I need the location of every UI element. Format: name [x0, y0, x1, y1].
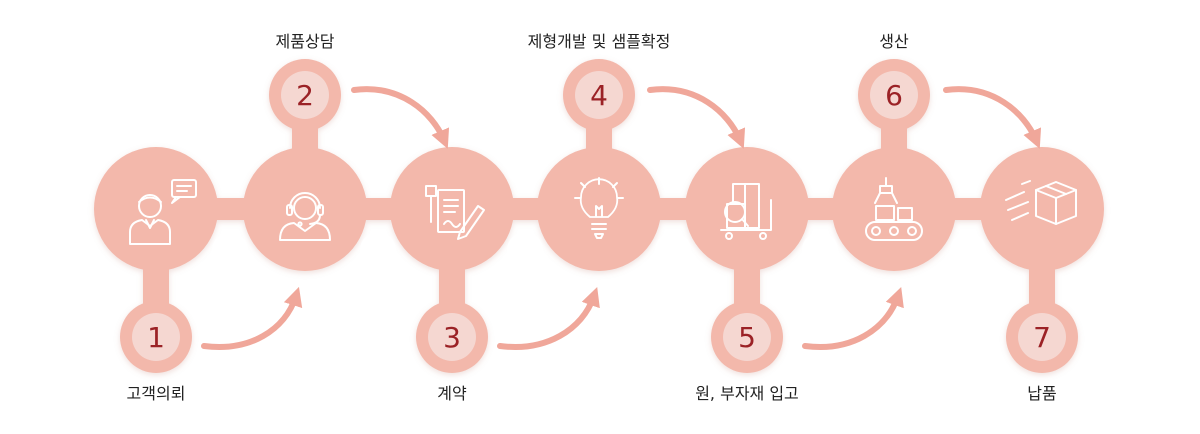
- arrow-2-to-3: [351, 86, 450, 149]
- arrow-1-to-2: [201, 286, 303, 350]
- step-number-2: 2: [296, 79, 314, 112]
- step-label-7: 납품: [1027, 384, 1057, 403]
- badge-inner-1: [132, 313, 180, 361]
- delivery-box-icon: [1005, 180, 1077, 225]
- production-line-icon: [865, 177, 923, 241]
- badge-inners: [132, 71, 1066, 361]
- step-number-1: 1: [147, 321, 165, 354]
- headset-agent-icon: [279, 192, 331, 241]
- badge-inner-3: [428, 313, 476, 361]
- step-circle-2: [243, 147, 367, 271]
- step-label-5: 원, 부자재 입고: [695, 384, 799, 403]
- step-number-4: 4: [590, 79, 608, 112]
- step-label-4: 제형개발 및 샘플확정: [527, 32, 671, 51]
- arrow-3-to-4: [497, 286, 600, 350]
- badge-inner-2: [281, 71, 329, 119]
- step-circle-3: [390, 147, 514, 271]
- step-label-6: 생산: [879, 32, 909, 51]
- arrow-5-to-6: [802, 286, 904, 350]
- badge-inner-4: [575, 71, 623, 119]
- step-label-3: 계약: [437, 384, 467, 403]
- arrow-4-to-5: [647, 86, 746, 149]
- badge-inner-6: [870, 71, 918, 119]
- step-number-7: 7: [1033, 321, 1051, 354]
- badge-inner-5: [723, 313, 771, 361]
- step-number-5: 5: [738, 321, 756, 354]
- step-number-6: 6: [885, 79, 903, 112]
- contract-sign-icon: [425, 185, 485, 240]
- arrow-6-to-7: [943, 86, 1042, 149]
- waist-cutouts: [212, 150, 986, 268]
- step-label-1: 고객의뢰: [126, 384, 186, 403]
- client-chat-icon: [129, 179, 197, 245]
- materials-inspection-icon: [720, 183, 772, 240]
- step-number-3: 3: [443, 321, 461, 354]
- badge-inner-7: [1018, 313, 1066, 361]
- step-circle-5: [685, 147, 809, 271]
- step-circle-1: [94, 147, 218, 271]
- step-label-2: 제품상담: [275, 32, 335, 51]
- light-bulb-icon: [574, 177, 624, 239]
- step-circle-7: [980, 147, 1104, 271]
